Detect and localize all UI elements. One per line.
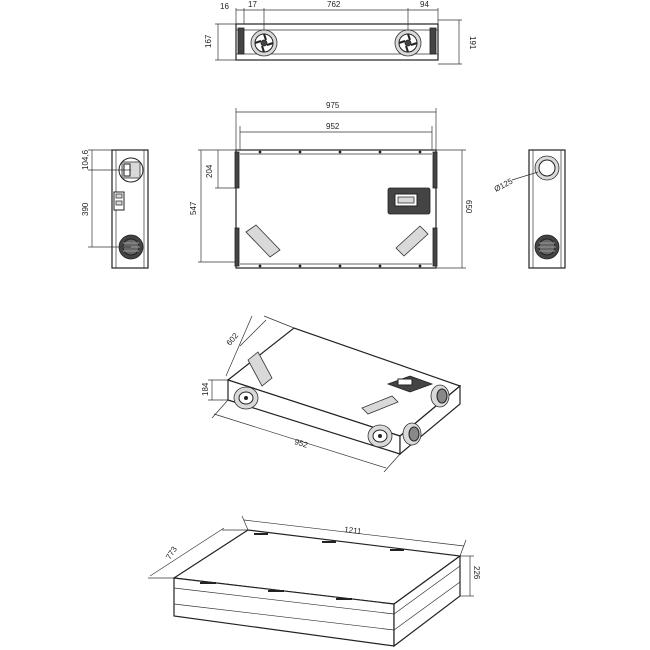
dim-191: 191 — [468, 36, 477, 50]
dim-650: 650 — [464, 200, 473, 214]
dim-17: 17 — [248, 0, 257, 9]
iso-duct-slot — [361, 395, 399, 415]
filter-grille-icon — [113, 191, 125, 211]
iso-duct-slot — [247, 351, 273, 387]
dim-104-6: 104,6 — [81, 149, 90, 170]
dim-184: 184 — [201, 382, 210, 396]
package-view: 1211 773 226 — [148, 515, 481, 648]
duct-outlet-icon — [534, 155, 560, 181]
left-side-view: 104,6 390 — [81, 149, 149, 269]
dim-226: 226 — [472, 566, 481, 580]
dim-975: 975 — [326, 101, 340, 110]
dim-762: 762 — [327, 0, 341, 9]
dim-204: 204 — [205, 164, 214, 178]
dim-602: 602 — [225, 331, 241, 347]
dim-16: 16 — [220, 2, 229, 11]
dim-547: 547 — [189, 201, 198, 215]
plan-view: 975 952 204 547 650 — [189, 101, 473, 269]
dim-390: 390 — [81, 202, 90, 216]
duct-grille-icon — [534, 234, 560, 260]
dim-94: 94 — [420, 0, 429, 9]
top-view: 16 17 762 94 167 191 — [204, 0, 477, 65]
side-bracket-left — [237, 27, 245, 55]
duct-slot-left — [245, 224, 281, 258]
side-bracket-right — [429, 27, 437, 55]
duct-slot-right — [395, 225, 429, 257]
duct-fan-icon — [250, 29, 278, 57]
dim-1211: 1211 — [344, 525, 363, 536]
iso-control-box — [386, 375, 434, 393]
duct-fan-icon — [394, 29, 422, 57]
duct-outlet-icon — [430, 384, 450, 408]
control-box — [387, 187, 431, 215]
duct-outlet-icon — [402, 422, 422, 446]
right-side-view: Ø125 — [493, 149, 566, 269]
dim-167: 167 — [204, 34, 213, 48]
dim-952-iso: 952 — [293, 437, 309, 450]
duct-fan-icon — [233, 386, 259, 410]
dim-952: 952 — [326, 122, 340, 131]
duct-fan-icon — [367, 424, 393, 448]
isometric-view: 602 184 952 — [201, 315, 462, 473]
dim-dia-125: Ø125 — [493, 176, 515, 193]
